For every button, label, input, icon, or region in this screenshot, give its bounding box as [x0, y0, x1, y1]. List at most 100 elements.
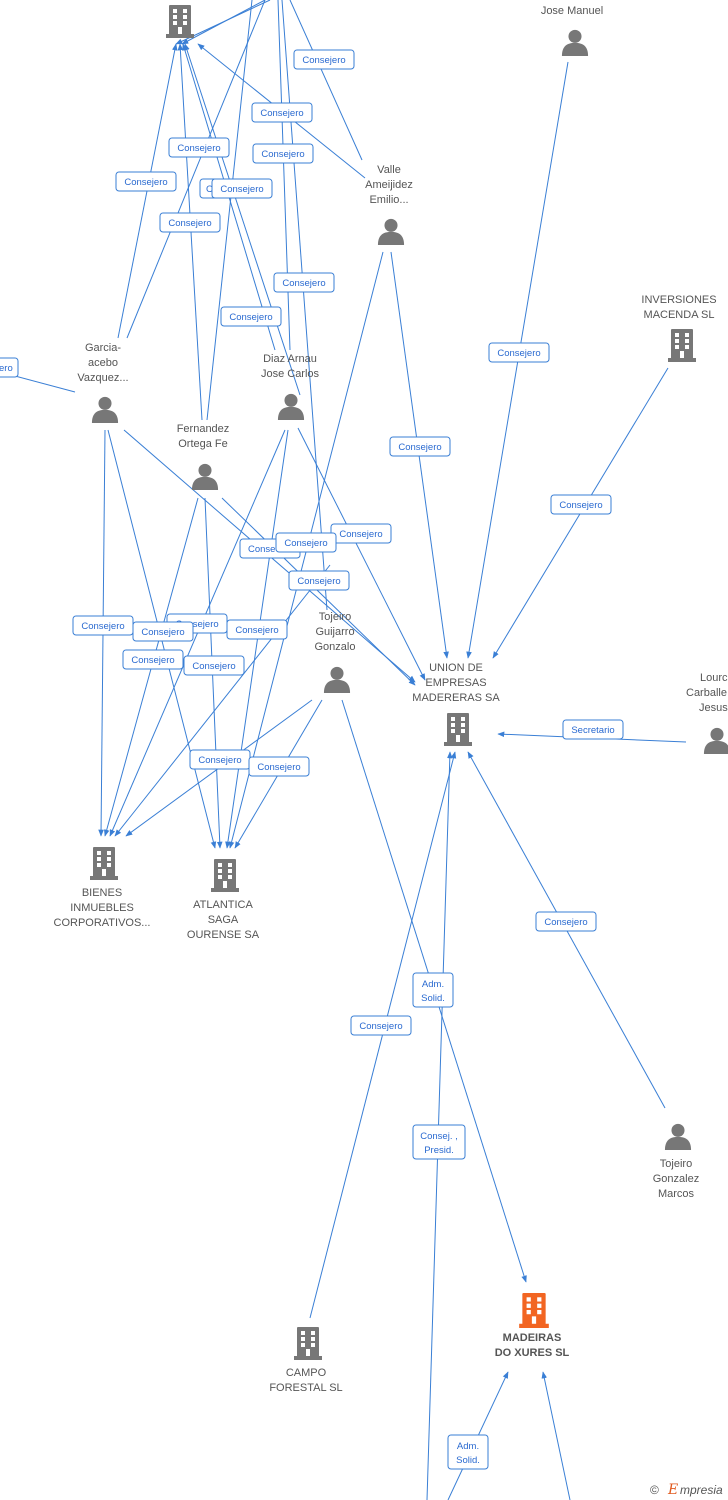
node-label: INMUEBLES [70, 902, 134, 914]
svg-text:Consejero: Consejero [192, 661, 235, 672]
copyright-icon: © [650, 1483, 659, 1497]
edge-label-consejero: Consejero [252, 143, 314, 164]
edge-line [184, 43, 301, 396]
svg-text:Consejero: Consejero [124, 177, 167, 188]
node-label: EMPRESAS [425, 677, 486, 689]
svg-text:Consejero: Consejero [497, 348, 540, 359]
company-node-atlantica[interactable]: ATLANTICA SAGA OURENSE SA [187, 859, 260, 941]
node-label: Fernandez [177, 423, 230, 435]
svg-text:Adm.: Adm. [422, 979, 444, 990]
person-node-garcia[interactable]: Garcia- acebo Vazquez... [77, 342, 129, 423]
node-label: Garcia- [85, 342, 121, 354]
person-node-jose-manuel[interactable]: Jose Manuel [541, 5, 603, 56]
svg-text:Solid.: Solid. [421, 993, 445, 1004]
node-label: SAGA [208, 914, 239, 926]
edge-label-consejero: Consejero [168, 137, 230, 158]
svg-text:Consejero: Consejero [257, 762, 300, 773]
brand-name: mpresia [680, 1483, 723, 1497]
node-label: MADERERAS SA [412, 692, 500, 704]
node-label: Jose Carlos [261, 368, 320, 380]
svg-text:Consejero: Consejero [297, 576, 340, 587]
edge-label-consejero: Consejero [288, 570, 350, 591]
company-icon [166, 5, 194, 38]
person-node-lourc[interactable]: Lourc Carballe Jesus [686, 672, 728, 754]
node-label: MADEIRAS [503, 1332, 562, 1344]
node-label: Jose Manuel [541, 5, 603, 17]
company-node-union[interactable]: UNION DE EMPRESAS MADERERAS SA [412, 662, 500, 746]
svg-text:Consejero: Consejero [177, 143, 220, 154]
edge-line [297, 427, 426, 681]
company-node-inversiones[interactable]: INVERSIONES MACENDA SL [641, 294, 717, 362]
svg-text:C: C [206, 184, 213, 195]
person-icon [664, 1123, 692, 1150]
node-label: BIENES [82, 887, 122, 899]
node-label: Emilio... [369, 194, 408, 206]
company-node-top[interactable] [166, 5, 194, 38]
svg-text:Consejero: Consejero [168, 218, 211, 229]
svg-text:Consejero: Consejero [544, 917, 587, 928]
edge-label-consejero: Consejero [226, 619, 288, 640]
person-icon [277, 393, 305, 420]
node-label: Ameijidez [365, 179, 413, 191]
brand-watermark: © E mpresia [650, 1482, 723, 1498]
company-icon [519, 1293, 549, 1328]
svg-text:Consejero: Consejero [81, 621, 124, 632]
svg-text:Consejero: Consejero [261, 149, 304, 160]
svg-text:Consejero: Consejero [359, 1021, 402, 1032]
edge-label-adm-solid: Adm.Solid. [447, 1434, 489, 1470]
svg-text:Consejero: Consejero [141, 627, 184, 638]
svg-text:Presid.: Presid. [424, 1145, 454, 1156]
company-icon [90, 847, 118, 880]
person-node-valle[interactable]: Valle Ameijidez Emilio... [365, 164, 413, 245]
edge-label-consejero: Consejero [132, 621, 194, 642]
company-node-madeiras-focus[interactable]: MADEIRAS DO XURES SL [495, 1293, 570, 1359]
person-node-tojeiro-guijarro[interactable]: Tojeiro Guijarro Gonzalo [315, 611, 356, 693]
edge-line [126, 0, 266, 339]
svg-text:Consejero: Consejero [398, 442, 441, 453]
edge-line [181, 0, 266, 45]
node-label: INVERSIONES [641, 294, 716, 306]
edge-lines [0, 0, 687, 1500]
edge-line [206, 0, 253, 421]
person-node-fernandez[interactable]: Fernandez Ortega Fe [177, 423, 230, 490]
node-label: UNION DE [429, 662, 483, 674]
company-icon [294, 1327, 322, 1360]
node-label: Marcos [658, 1188, 695, 1200]
svg-text:Consejero: Consejero [260, 108, 303, 119]
node-label: CAMPO [286, 1367, 327, 1379]
edge-label-consejero: Consejero [122, 649, 184, 670]
company-node-bienes[interactable]: BIENES INMUEBLES CORPORATIVOS... [54, 847, 151, 929]
edge-label-consejero: Consejero [389, 436, 451, 457]
svg-text:Consejero: Consejero [302, 55, 345, 66]
node-label: Diaz Arnau [263, 353, 317, 365]
edge-label-consejero: Consejero [535, 911, 597, 932]
svg-text:Consejero: Consejero [339, 529, 382, 540]
edge-label-consejero: Consejero [550, 494, 612, 515]
svg-text:Consejero: Consejero [175, 619, 218, 630]
svg-text:Consej. ,: Consej. , [420, 1131, 458, 1142]
svg-text:Solid.: Solid. [456, 1455, 480, 1466]
person-icon [323, 666, 351, 693]
svg-text:ero: ero [0, 363, 13, 374]
edge-line [541, 1371, 571, 1500]
node-label: Jesus [699, 702, 728, 714]
node-label: Lourc [700, 672, 728, 684]
person-icon [191, 463, 219, 490]
svg-text:Consejero: Consejero [131, 655, 174, 666]
node-label: Valle [377, 164, 401, 176]
svg-text:Consejero: Consejero [559, 500, 602, 511]
svg-text:Consejero: Consejero [229, 312, 272, 323]
edge-line [289, 0, 363, 161]
edge-line [281, 0, 328, 611]
edge-label-consejero: Consejero [293, 49, 355, 70]
node-label: MACENDA SL [644, 309, 715, 321]
svg-text:Conse: Conse [248, 544, 275, 555]
company-node-campo[interactable]: CAMPO FORESTAL SL [269, 1327, 343, 1394]
edge-label-consejero: Consejero [115, 171, 177, 192]
svg-text:Consejero: Consejero [220, 184, 263, 195]
edge-label-adm-solid: Adm. Solid. [412, 972, 454, 1008]
person-node-tojeiro-gonzalez[interactable]: Tojeiro Gonzalez Marcos [653, 1123, 699, 1200]
person-node-diaz[interactable]: Diaz Arnau Jose Carlos [261, 353, 320, 420]
edge-label-consejero: Consejero [273, 272, 335, 293]
